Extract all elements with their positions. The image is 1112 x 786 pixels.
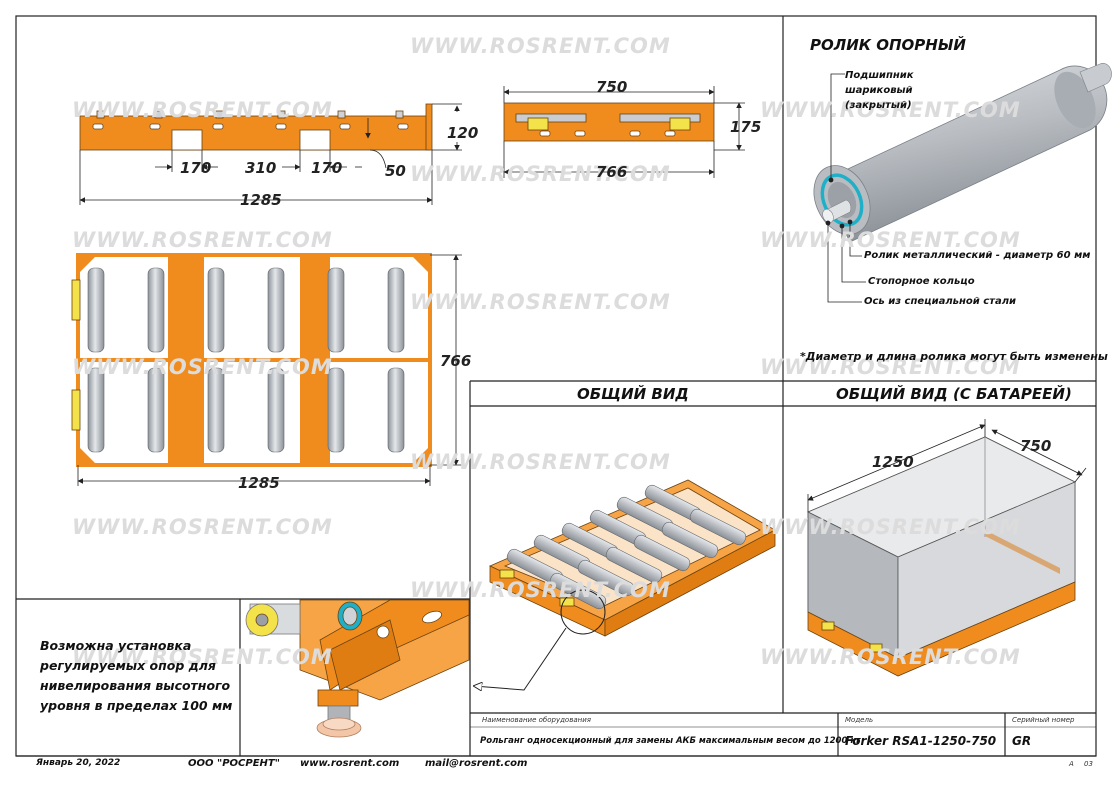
dim-length-top: 1285 xyxy=(240,191,282,209)
dim-length-plan: 1285 xyxy=(238,474,280,492)
dim-seg3: 170 xyxy=(311,159,343,177)
battery-view-title: ОБЩИЙ ВИД (С БАТАРЕЕЙ) xyxy=(836,385,1072,403)
general-view-title: ОБЩИЙ ВИД xyxy=(577,385,689,403)
plan-view xyxy=(71,253,432,467)
watermark: WWW.ROSRENT.COM xyxy=(72,98,333,122)
feet-detail xyxy=(241,599,470,755)
watermark: WWW.ROSRENT.COM xyxy=(410,578,671,602)
feet-note: Возможна установка регулируемых опор для… xyxy=(40,638,233,713)
dim-top-width: 750 xyxy=(596,78,628,96)
dim-side-height: 175 xyxy=(730,118,762,136)
dim-seg1: 170 xyxy=(180,159,212,177)
watermark: WWW.ROSRENT.COM xyxy=(72,355,333,379)
plan-dimension-lines xyxy=(77,254,462,486)
footer-mail[interactable]: mail@rosrent.com xyxy=(425,758,528,769)
dim-side-width: 766 xyxy=(596,163,628,181)
dim-gap: 50 xyxy=(385,162,406,180)
watermark: WWW.ROSRENT.COM xyxy=(760,355,1021,379)
watermark: WWW.ROSRENT.COM xyxy=(410,162,671,186)
roller-leader-lines xyxy=(825,73,866,303)
watermark: WWW.ROSRENT.COM xyxy=(760,228,1021,252)
roller-label: Ролик металлический - диаметр 60 мм xyxy=(864,250,1091,261)
watermark: WWW.ROSRENT.COM xyxy=(72,228,333,252)
dim-battery-length: 1250 xyxy=(872,453,914,471)
ring-label: Стопорное кольцо xyxy=(868,276,975,287)
dim-top-height: 120 xyxy=(447,124,479,142)
watermark: WWW.ROSRENT.COM xyxy=(410,450,671,474)
watermark: WWW.ROSRENT.COM xyxy=(760,645,1021,669)
front-elevation xyxy=(503,102,715,142)
side-elevation xyxy=(79,103,433,151)
watermark: WWW.ROSRENT.COM xyxy=(410,290,671,314)
dim-plan-width: 766 xyxy=(440,352,472,370)
bearing-label: Подшипник шариковый (закрытый) xyxy=(845,70,914,111)
roller-title: РОЛИК ОПОРНЫЙ xyxy=(810,36,966,54)
model-value: Forker RSA1-1250-750 xyxy=(845,734,997,748)
footer-company: ООО "РОСРЕНТ" xyxy=(188,758,280,769)
dim-seg2: 310 xyxy=(245,159,277,177)
watermark: WWW.ROSRENT.COM xyxy=(410,34,671,58)
watermark: WWW.ROSRENT.COM xyxy=(760,515,1021,539)
roller-note: *Диаметр и длина ролика могут быть измен… xyxy=(800,350,1108,363)
dim-battery-width: 750 xyxy=(1020,437,1052,455)
side-dimension-lines xyxy=(79,103,462,205)
watermark: WWW.ROSRENT.COM xyxy=(72,515,333,539)
detail-callout xyxy=(474,589,606,690)
sheet-number: 03 xyxy=(1084,760,1093,768)
battery-dimension-lines xyxy=(807,419,1087,512)
footer-site[interactable]: www.rosrent.com xyxy=(300,758,400,769)
watermark: WWW.ROSRENT.COM xyxy=(72,645,333,669)
watermark: WWW.ROSRENT.COM xyxy=(760,98,1021,122)
serial-value: GR xyxy=(1012,734,1032,748)
battery-isometric xyxy=(807,436,1076,677)
front-dimension-lines xyxy=(503,86,745,178)
sheet-letter: А xyxy=(1069,760,1074,768)
model-header: Модель xyxy=(845,716,874,724)
axle-label: Ось из специальной стали xyxy=(864,296,1017,307)
name-header: Наименование оборудования xyxy=(482,716,591,724)
footer-date: Январь 20, 2022 xyxy=(36,758,121,768)
sheet-frame xyxy=(15,15,1097,757)
general-isometric xyxy=(489,479,776,637)
serial-header: Серийный номер xyxy=(1012,716,1075,724)
equipment-name: Рольганг односекционный для замены АКБ м… xyxy=(480,736,861,746)
support-roller-detail xyxy=(813,63,1112,243)
